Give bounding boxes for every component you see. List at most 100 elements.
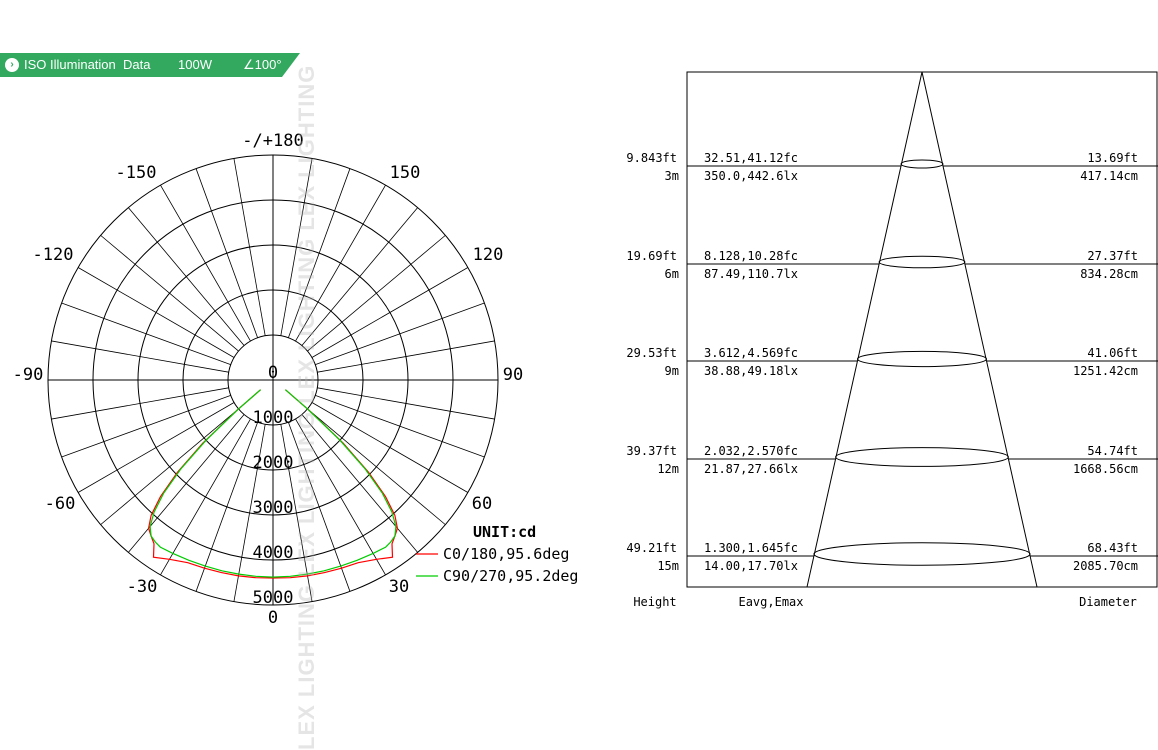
eavg-emax-fc: 2.032,2.570fc: [704, 444, 798, 458]
polar-spoke: [307, 408, 446, 525]
polar-spoke: [311, 267, 469, 358]
diameter-ft: 54.74ft: [1087, 444, 1138, 458]
illumination-ellipse: [900, 159, 944, 169]
eavg-emax-fc: 1.300,1.645fc: [704, 541, 798, 555]
diameter-ft: 13.69ft: [1087, 151, 1138, 165]
polar-spoke: [100, 408, 239, 525]
eavg-emax-lx: 14.00,17.70lx: [704, 559, 798, 573]
angle-label-left150: -150: [116, 163, 157, 183]
polar-spoke: [233, 158, 266, 336]
radial-label-0: 0: [268, 363, 278, 383]
column-header-diameter: Diameter: [1079, 595, 1137, 609]
polar-spoke: [195, 422, 258, 592]
polar-spoke: [128, 414, 245, 553]
series-curve-c90: [149, 389, 397, 578]
eavg-emax-fc: 8.128,10.28fc: [704, 249, 798, 263]
legend-label: C90/270,95.2deg: [443, 567, 578, 585]
diameter-cm: 2085.70cm: [1073, 559, 1138, 573]
cone-edge-left: [806, 71, 923, 588]
eavg-emax-lx: 87.49,110.7lx: [704, 267, 798, 281]
diameter-cm: 1251.42cm: [1073, 364, 1138, 378]
polar-spoke: [317, 340, 495, 373]
height-ft: 49.21ft: [626, 541, 677, 555]
polar-spoke: [61, 395, 231, 458]
polar-spoke: [288, 168, 351, 338]
polar-spoke: [61, 302, 231, 365]
height-m: 15m: [657, 559, 679, 573]
eavg-emax-lx: 38.88,49.18lx: [704, 364, 798, 378]
angle-label-left60: -60: [45, 494, 76, 514]
info-icon: ›: [5, 58, 19, 72]
illumination-ellipse: [835, 447, 1009, 467]
polar-spoke: [295, 418, 386, 576]
illumination-ellipse: [856, 350, 988, 368]
eavg-emax-fc: 3.612,4.569fc: [704, 346, 798, 360]
unit-label: UNIT:cd: [473, 523, 536, 541]
polar-spoke: [307, 235, 446, 352]
diameter-ft: 68.43ft: [1087, 541, 1138, 555]
angle-label-right150: 150: [390, 163, 421, 183]
polar-spoke: [317, 387, 495, 420]
angle-label-top: -/+180: [242, 131, 303, 151]
column-header-eavg-emax: Eavg,Emax: [738, 595, 803, 609]
angle-label-bottom: 0: [268, 608, 278, 628]
polar-spoke: [280, 424, 313, 602]
series-curve-c0: [147, 389, 399, 579]
angle-label-left120: -120: [33, 245, 74, 265]
beam-angle-label: ∠100°: [243, 57, 282, 72]
radial-label-5000: 5000: [253, 588, 294, 608]
height-ft: 39.37ft: [626, 444, 677, 458]
height-ft: 19.69ft: [626, 249, 677, 263]
height-m: 12m: [657, 462, 679, 476]
eavg-emax-lx: 350.0,442.6lx: [704, 169, 798, 183]
diameter-cm: 1668.56cm: [1073, 462, 1138, 476]
height-m: 9m: [665, 364, 679, 378]
radial-label-2000: 2000: [253, 453, 294, 473]
height-ft: 29.53ft: [626, 346, 677, 360]
illumination-ellipse: [878, 255, 966, 269]
polar-spoke: [51, 340, 229, 373]
polar-spoke: [311, 402, 469, 493]
angle-label-left90: -90: [13, 365, 44, 385]
polar-spoke: [77, 267, 235, 358]
legend-label: C0/180,95.6deg: [443, 545, 569, 563]
polar-spoke: [51, 387, 229, 420]
polar-spoke: [233, 424, 266, 602]
polar-spoke: [295, 184, 386, 342]
radial-label-3000: 3000: [253, 498, 294, 518]
column-header-height: Height: [633, 595, 676, 609]
eavg-emax-fc: 32.51,41.12fc: [704, 151, 798, 165]
angle-label-left30: -30: [127, 577, 158, 597]
polar-spoke: [160, 184, 251, 342]
header-bar: › ISO Illumination Data 100W ∠100°: [0, 53, 300, 77]
polar-spoke: [301, 414, 418, 553]
watermark: LEX LIGHTING LEX LIGHTING LEX LIGHTING L…: [292, 0, 322, 750]
polar-spoke: [160, 418, 251, 576]
section-title: ISO Illumination Data: [24, 57, 151, 72]
radial-label-4000: 4000: [253, 543, 294, 563]
angle-label-right90: 90: [503, 365, 523, 385]
height-ft: 9.843ft: [626, 151, 677, 165]
polar-spoke: [301, 207, 418, 346]
diameter-ft: 41.06ft: [1087, 346, 1138, 360]
illumination-ellipse: [813, 542, 1031, 566]
diameter-cm: 417.14cm: [1080, 169, 1138, 183]
eavg-emax-lx: 21.87,27.66lx: [704, 462, 798, 476]
polar-spoke: [195, 168, 258, 338]
angle-label-right120: 120: [473, 245, 504, 265]
polar-spoke: [315, 395, 485, 458]
illuminance-cone-table: 9.843ft 3m 32.51,41.12fc 350.0,442.6lx 13.69…: [626, 71, 1158, 609]
polar-spoke: [315, 302, 485, 365]
polar-spoke: [288, 422, 351, 592]
height-m: 6m: [665, 267, 679, 281]
power-label: 100W: [178, 57, 212, 72]
diameter-cm: 834.28cm: [1080, 267, 1138, 281]
polar-spoke: [77, 402, 235, 493]
height-m: 3m: [665, 169, 679, 183]
cone-frame: [686, 71, 1158, 588]
polar-spoke: [100, 235, 239, 352]
cone-edge-right: [921, 71, 1038, 588]
angle-label-right30: 30: [389, 577, 409, 597]
